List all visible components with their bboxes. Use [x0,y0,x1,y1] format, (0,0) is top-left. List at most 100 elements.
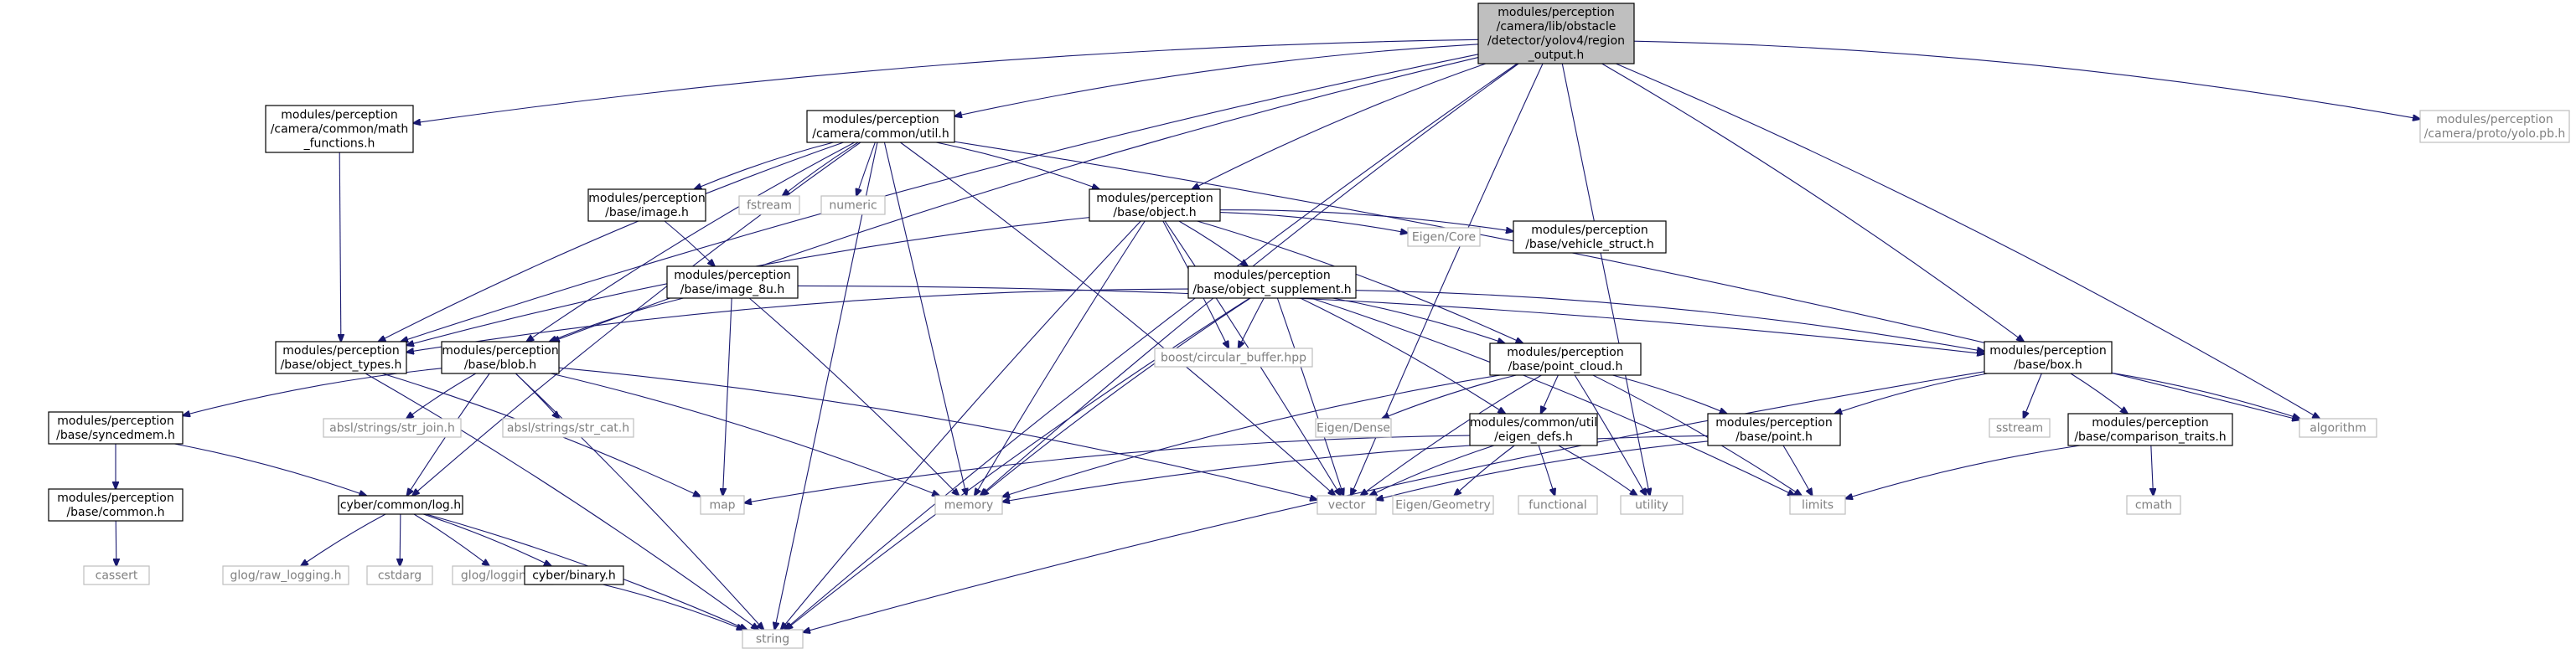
node-label: /base/image.h [605,206,689,219]
node-object_types[interactable]: modules/perception/base/object_types.h [275,341,407,374]
node-label: modules/perception [1096,192,1213,205]
edge-camera_util-to-cyber_log [412,142,861,496]
node-label: _functions.h [303,137,375,151]
node-camera_util[interactable]: modules/perception/camera/common/util.h [806,110,955,143]
node-label: numeric [829,199,877,213]
node-image_8u[interactable]: modules/perception/base/image_8u.h [666,265,799,299]
edge-base_object-to-eigen_core [1219,212,1408,234]
node-box [2126,495,2181,515]
node-label: modules/perception [57,492,173,505]
node-box [2067,413,2233,446]
edge-point_cloud-to-eigen_defs [1541,374,1559,414]
node-eigen_defs[interactable]: modules/common/util/eigen_defs.h [1469,413,1598,446]
edge-object_supplement-to-vector [1276,297,1343,496]
node-base_object[interactable]: modules/perception/base/object.h [1089,188,1221,222]
node-box [502,418,634,438]
edge-base_blob-to-string [515,373,763,630]
node-comparison_traits[interactable]: modules/perception/base/comparison_trait… [2067,413,2233,446]
node-base_box[interactable]: modules/perception/base/box.h [1984,341,2113,374]
node-base_blob[interactable]: modules/perception/base/blob.h [441,341,560,374]
node-base_image[interactable]: modules/perception/base/image.h [587,188,706,222]
edge-base_point-to-limits [1782,445,1813,496]
edge-image_8u-to-memory [748,297,959,496]
edge-point_cloud-to-limits [1592,374,1802,496]
edge-image_8u-to-base_box [797,285,1984,353]
node-label: /base/image_8u.h [680,283,785,296]
edge-cyber_log-to-cyber_binary [422,513,551,566]
node-box [1187,265,1357,299]
node-label: memory [944,499,994,512]
node-vehicle_struct[interactable]: modules/perception/base/vehicle_struct.h [1513,220,1667,254]
node-label: Eigen/Geometry [1395,499,1491,512]
edge-region_output-to-utility [1561,63,1649,496]
node-box [1984,341,2113,374]
node-label: cyber/common/log.h [340,499,461,512]
node-label: limits [1802,499,1834,512]
node-box [1089,188,1221,222]
node-cyber_binary[interactable]: cyber/binary.h [524,565,624,585]
edge-base_blob-to-syncedmem [183,368,442,416]
edge-camera_util-to-numeric [856,142,876,196]
edge-syncedmem-to-cyber_log [174,443,366,496]
edge-base_box-to-algorithm [2111,372,2300,419]
edge-cyber_log-to-string [426,513,747,630]
node-label: modules/perception [2092,416,2208,430]
node-utility: utility [1620,495,1684,515]
node-label: cyber/binary.h [532,569,616,583]
edge-comparison_traits-to-cmath [2151,445,2154,496]
node-cyber_log[interactable]: cyber/common/log.h [338,495,463,515]
edge-eigen_defs-to-utility [1558,445,1637,496]
edge-camera_util-to-fstream [783,142,859,196]
edge-base_point-to-vector [1376,440,1709,500]
node-base_point[interactable]: modules/perception/base/point.h [1707,413,1841,446]
node-box [83,565,150,585]
node-label: /base/object.h [1113,206,1196,219]
node-region_output[interactable]: modules/perception/camera/lib/obstacle/d… [1477,3,1635,64]
node-str_cat: absl/strings/str_cat.h [502,418,634,438]
node-object_supplement[interactable]: modules/perception/base/object_supplemen… [1187,265,1357,299]
node-box [1392,495,1494,515]
node-label: /camera/common/math [271,123,409,136]
node-label: modules/perception [281,109,397,122]
edge-point_cloud-to-base_point [1612,374,1726,414]
node-label: boost/circular_buffer.hpp [1161,352,1306,365]
node-fstream: fstream [738,195,800,215]
edge-comparison_traits-to-limits [1845,445,2081,499]
node-eigen_dense: Eigen/Dense [1315,418,1392,438]
node-label: absl/strings/str_join.h [329,422,455,435]
node-sstream: sstream [1989,418,2051,438]
edge-region_output-to-base_object [1192,63,1487,189]
edge-image_8u-to-base_blob [549,297,684,342]
edge-object_supplement-to-circular_buffer [1239,297,1265,348]
node-point_cloud[interactable]: modules/perception/base/point_cloud.h [1489,342,1642,376]
edge-cyber_binary-to-string [603,584,743,630]
node-label: /base/point.h [1735,430,1813,444]
node-label: fstream [747,199,792,213]
node-math_functions[interactable]: modules/perception/camera/common/math_fu… [265,105,414,153]
node-vector: vector [1316,495,1377,515]
node-str_join: absl/strings/str_join.h [323,418,462,438]
node-box [48,411,184,445]
node-functional: functional [1518,495,1598,515]
node-label: glog/raw_logging.h [230,569,342,583]
node-syncedmem[interactable]: modules/perception/base/syncedmem.h [48,411,184,445]
node-box [1407,227,1481,247]
edge-base_point-to-memory [1002,435,1709,502]
node-base_common[interactable]: modules/perception/base/common.h [48,488,184,522]
node-algorithm: algorithm [2299,418,2377,438]
edge-object_supplement-to-base_box [1355,290,1984,352]
edge-base_object-to-object_supplement [1178,220,1248,266]
edge-object_supplement-to-point_cloud [1332,297,1504,343]
node-box [820,195,886,215]
node-label: /camera/lib/obstacle [1497,20,1616,33]
node-limits: limits [1789,495,1846,515]
node-label: cstdarg [378,569,422,583]
node-box [2419,110,2570,143]
edge-base_object-to-string [781,220,1141,630]
node-eigen_core: Eigen/Core [1407,227,1481,247]
edge-camera_util-to-base_blob [526,142,856,342]
node-label: /base/vehicle_struct.h [1525,238,1654,251]
edge-region_output-to-algorithm [1616,63,2320,419]
edge-math_functions-to-object_types [339,152,341,342]
